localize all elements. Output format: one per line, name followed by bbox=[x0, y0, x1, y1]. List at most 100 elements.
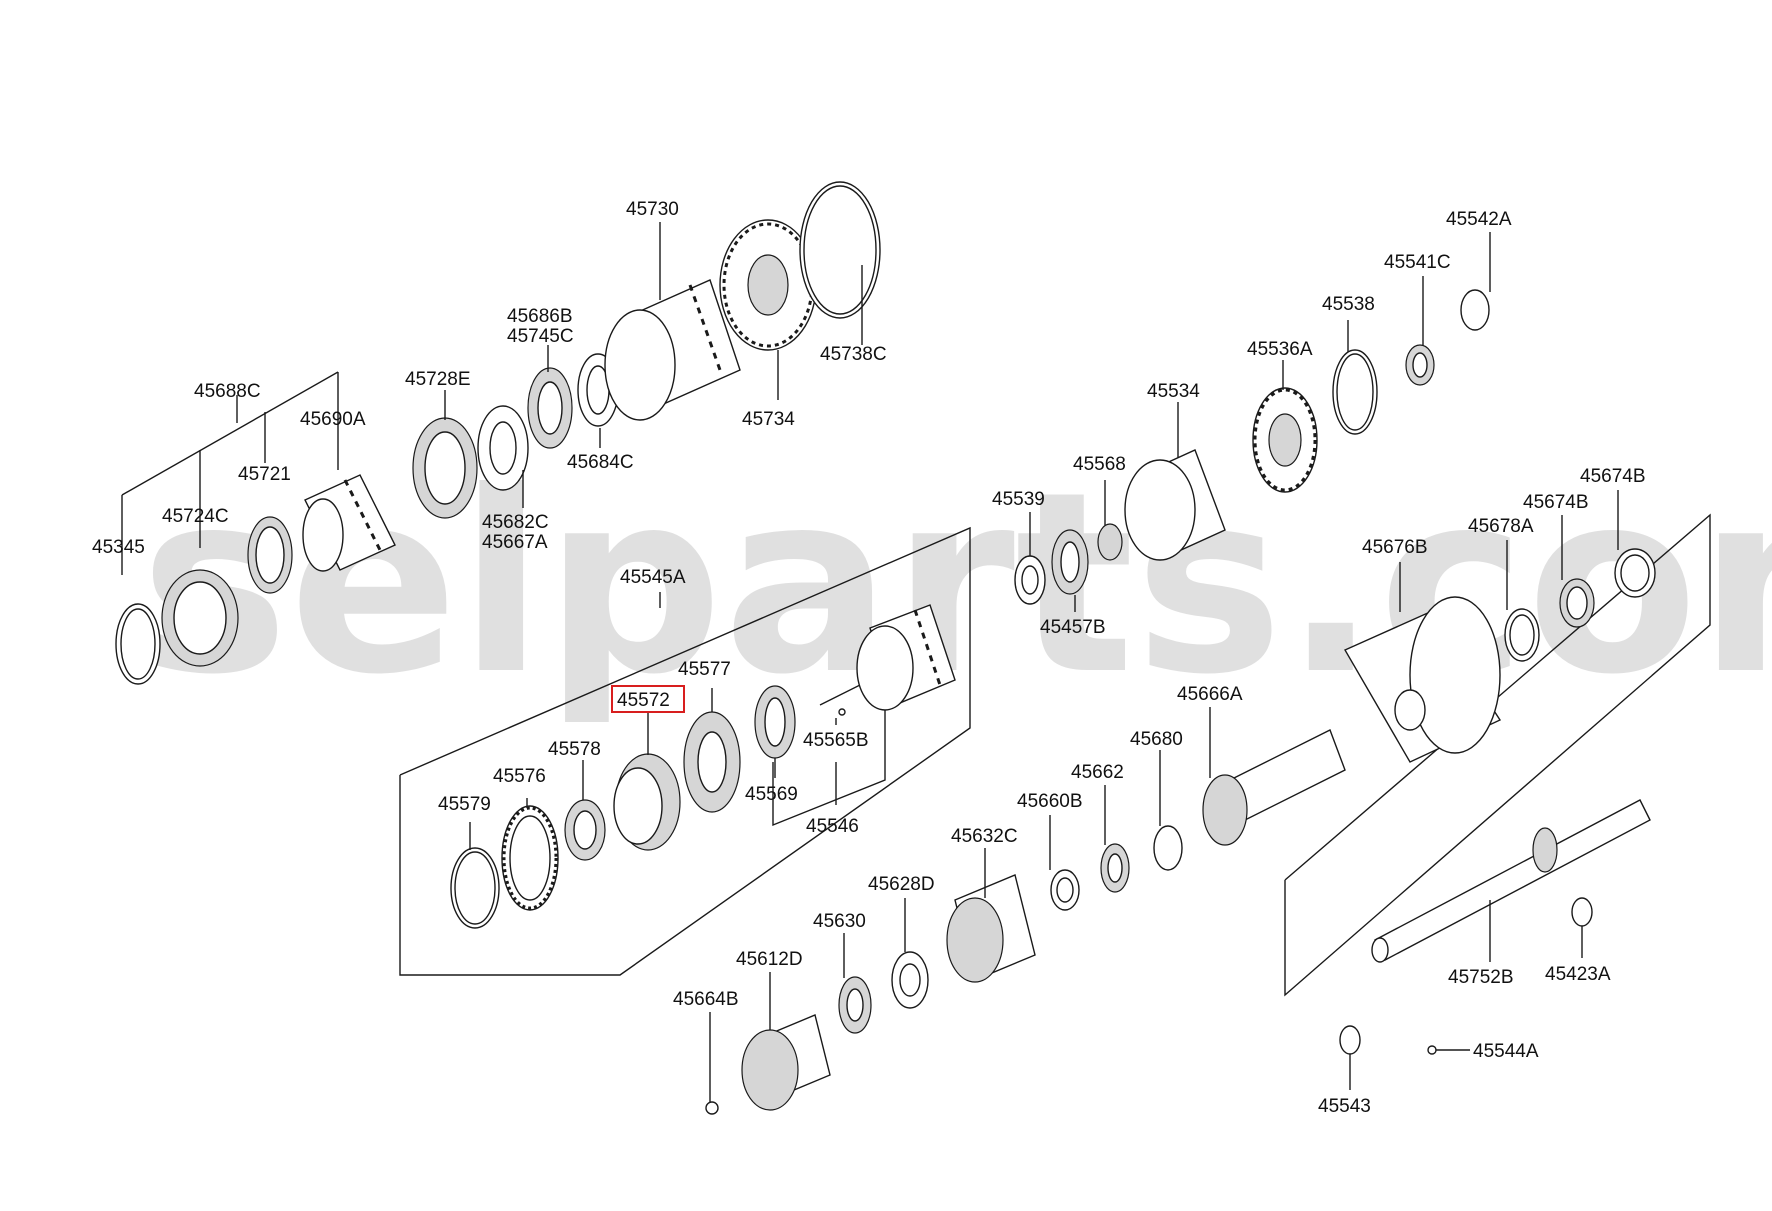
label-45544A[interactable]: 45544A bbox=[1473, 1041, 1539, 1062]
carrier-45632C-face bbox=[946, 897, 1004, 983]
label-45676B[interactable]: 45676B bbox=[1362, 537, 1428, 558]
label-45423A[interactable]: 45423A bbox=[1545, 964, 1611, 985]
label-45728E[interactable]: 45728E bbox=[405, 369, 471, 390]
label-45578[interactable]: 45578 bbox=[548, 739, 601, 760]
label-45572[interactable]: 45572 bbox=[617, 690, 670, 711]
frame-45752B bbox=[1284, 513, 1711, 997]
bearing-45662-inner bbox=[1107, 853, 1123, 883]
label-45543[interactable]: 45543 bbox=[1318, 1096, 1371, 1117]
frame-45545A bbox=[399, 526, 971, 976]
label-45569[interactable]: 45569 bbox=[745, 784, 798, 805]
nut-45542A bbox=[1460, 289, 1490, 331]
label-45682C[interactable]: 45682C bbox=[482, 512, 549, 533]
label-45678A[interactable]: 45678A bbox=[1468, 516, 1534, 537]
label-45721[interactable]: 45721 bbox=[238, 464, 291, 485]
drum-45690A-face bbox=[302, 498, 344, 572]
plate-45576-inner bbox=[509, 815, 551, 901]
label-45667A[interactable]: 45667A bbox=[482, 532, 548, 553]
label-45724C[interactable]: 45724C bbox=[162, 506, 229, 527]
label-45680[interactable]: 45680 bbox=[1130, 729, 1183, 750]
label-45674B-2[interactable]: 45674B bbox=[1580, 466, 1646, 487]
bearing-45724C-inner bbox=[173, 581, 227, 655]
label-45536A[interactable]: 45536A bbox=[1247, 339, 1313, 360]
washer-45628D-inner bbox=[899, 963, 921, 997]
label-45577[interactable]: 45577 bbox=[678, 659, 731, 680]
watermark: selparts.com bbox=[140, 438, 1772, 729]
label-45734[interactable]: 45734 bbox=[742, 409, 795, 430]
plate-45576-teeth bbox=[502, 806, 558, 910]
label-45752B[interactable]: 45752B bbox=[1448, 967, 1514, 988]
bracket-45688C bbox=[121, 371, 339, 496]
bearing-45569-inner bbox=[764, 697, 786, 747]
snap-ring-45579-inner bbox=[454, 851, 496, 925]
snap-ring-45680 bbox=[1153, 825, 1183, 871]
ring-gear-45730-teeth bbox=[688, 284, 722, 371]
label-45730[interactable]: 45730 bbox=[626, 199, 679, 220]
label-45666A[interactable]: 45666A bbox=[1177, 684, 1243, 705]
label-45688C[interactable]: 45688C bbox=[194, 381, 261, 402]
label-45576[interactable]: 45576 bbox=[493, 766, 546, 787]
label-45612D[interactable]: 45612D bbox=[736, 949, 803, 970]
label-45686B[interactable]: 45686B bbox=[507, 306, 573, 327]
snap-ring-45674B-top-inner bbox=[1620, 554, 1650, 592]
shaft-45666A-gear bbox=[1202, 774, 1248, 846]
carrier-45546-face bbox=[856, 625, 914, 711]
washer-45682C-inner bbox=[489, 421, 517, 475]
bearing-45578-inner bbox=[573, 810, 597, 850]
label-45664B[interactable]: 45664B bbox=[673, 989, 739, 1010]
bearing-45457B-inner bbox=[1060, 541, 1080, 583]
snap-ring-45538-inner bbox=[1336, 353, 1374, 431]
shaft-45752B-spline bbox=[1532, 827, 1558, 873]
washer-45660B-inner bbox=[1056, 877, 1074, 903]
label-45546[interactable]: 45546 bbox=[806, 816, 859, 837]
label-45745C[interactable]: 45745C bbox=[507, 326, 574, 347]
snap-ring-45738C-inner bbox=[803, 185, 877, 315]
bearing-45686B-inner bbox=[537, 381, 563, 435]
shaft-45752B-end bbox=[1371, 937, 1389, 963]
label-45632C[interactable]: 45632C bbox=[951, 826, 1018, 847]
carrier-45546-teeth bbox=[913, 609, 942, 686]
bracket-45546 bbox=[772, 692, 886, 827]
gear-45734-hub bbox=[747, 254, 789, 316]
label-45539[interactable]: 45539 bbox=[992, 489, 1045, 510]
label-45662[interactable]: 45662 bbox=[1071, 762, 1124, 783]
label-45690A[interactable]: 45690A bbox=[300, 409, 366, 430]
label-45568[interactable]: 45568 bbox=[1073, 454, 1126, 475]
washer-45539-inner bbox=[1021, 565, 1039, 595]
label-45565B[interactable]: 45565B bbox=[803, 730, 869, 751]
label-45542A[interactable]: 45542A bbox=[1446, 209, 1512, 230]
carrier-45612D-face bbox=[741, 1029, 799, 1111]
label-45579[interactable]: 45579 bbox=[438, 794, 491, 815]
highlight-box-45572 bbox=[611, 685, 685, 713]
bearing-45630-inner bbox=[846, 988, 864, 1022]
gear-45536A-hub bbox=[1268, 413, 1302, 467]
label-45684C[interactable]: 45684C bbox=[567, 452, 634, 473]
washer-45678A-inner bbox=[1509, 614, 1535, 656]
label-45660B[interactable]: 45660B bbox=[1017, 791, 1083, 812]
label-45630[interactable]: 45630 bbox=[813, 911, 866, 932]
label-45541C[interactable]: 45541C bbox=[1384, 252, 1451, 273]
plate-45728E-inner bbox=[424, 431, 466, 505]
plate-45577-inner bbox=[697, 731, 727, 793]
ball-45544A bbox=[1427, 1045, 1437, 1055]
washer-45721-inner bbox=[255, 526, 285, 584]
label-45674B-1[interactable]: 45674B bbox=[1523, 492, 1589, 513]
gear-45536A-teeth bbox=[1253, 388, 1317, 492]
washer-45541C-inner bbox=[1412, 352, 1428, 378]
ring-45543 bbox=[1339, 1025, 1361, 1055]
label-45457B[interactable]: 45457B bbox=[1040, 617, 1106, 638]
pin-45565B bbox=[838, 708, 846, 716]
label-45534[interactable]: 45534 bbox=[1147, 381, 1200, 402]
drum-45534-face bbox=[1124, 459, 1196, 561]
label-45545A[interactable]: 45545A bbox=[620, 567, 686, 588]
drum-45676B-window bbox=[1394, 689, 1426, 731]
label-45538[interactable]: 45538 bbox=[1322, 294, 1375, 315]
label-45345[interactable]: 45345 bbox=[92, 537, 145, 558]
label-45738C[interactable]: 45738C bbox=[820, 344, 887, 365]
label-45628D[interactable]: 45628D bbox=[868, 874, 935, 895]
drum-45690A-teeth bbox=[343, 479, 382, 551]
bearing-45568 bbox=[1097, 523, 1123, 561]
ring-45664B bbox=[705, 1101, 719, 1115]
gear-45572-inner bbox=[613, 767, 663, 845]
snap-ring-45345-inner bbox=[120, 608, 156, 680]
